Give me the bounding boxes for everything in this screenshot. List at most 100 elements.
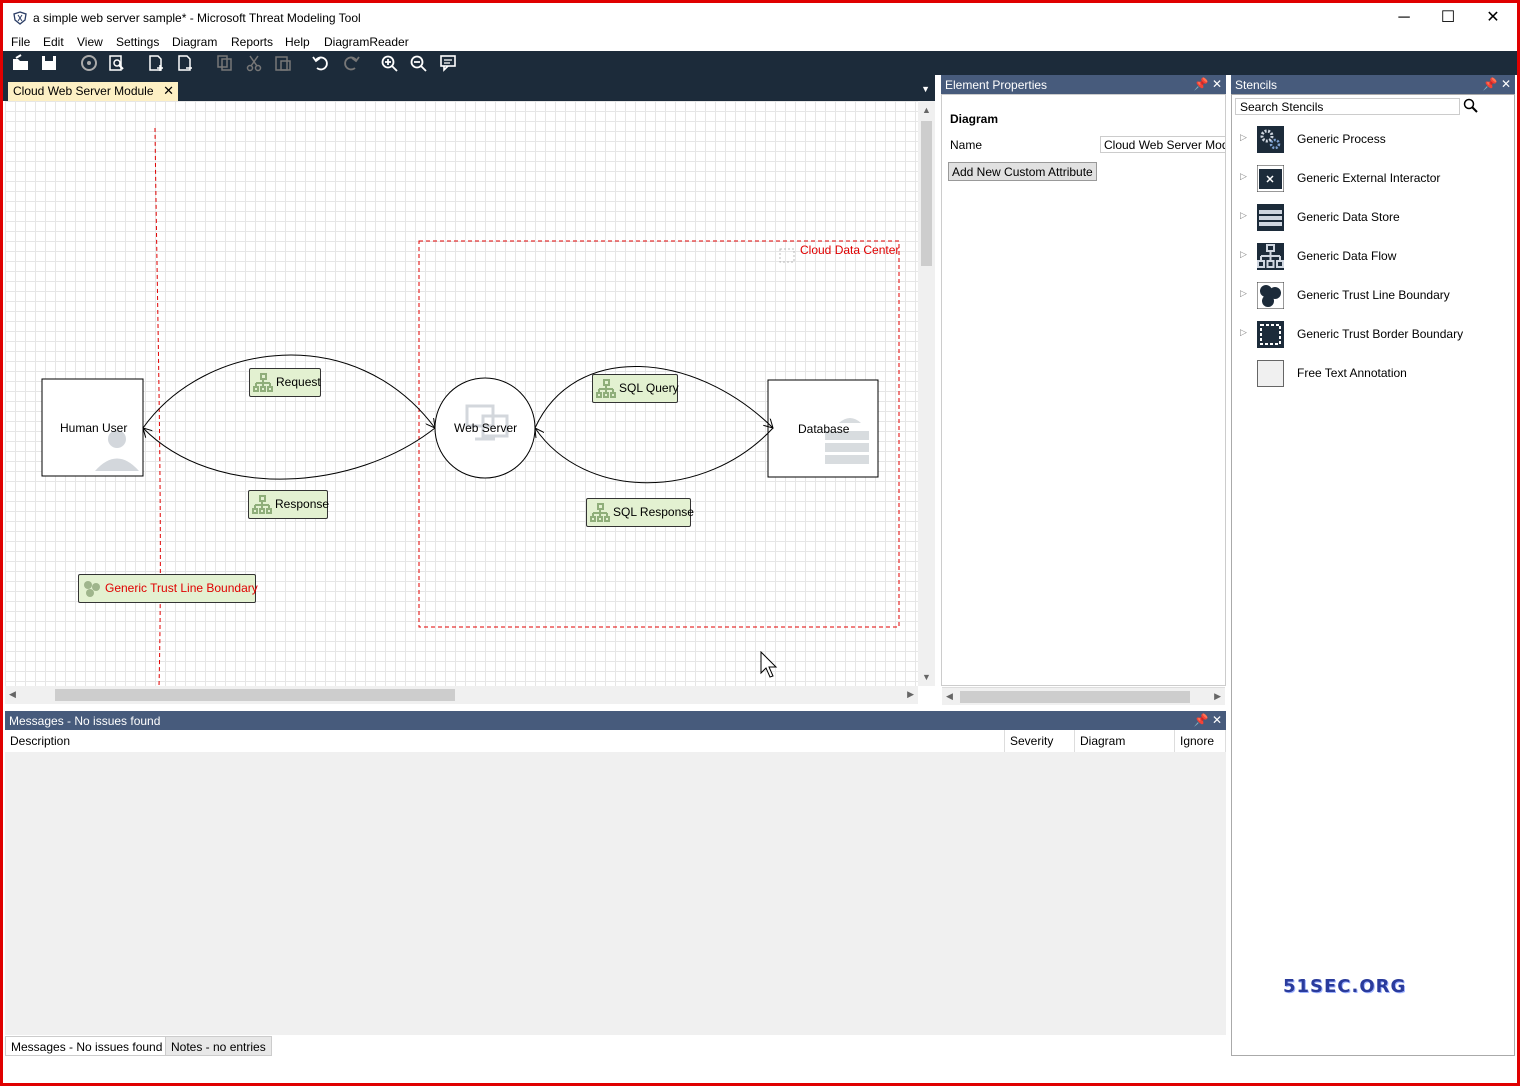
human-user-node[interactable]	[41, 378, 144, 477]
expand-icon[interactable]: ▷	[1240, 132, 1247, 142]
expand-icon[interactable]: ▷	[1240, 288, 1247, 298]
vertical-scroll-thumb[interactable]	[921, 121, 932, 266]
request-flow[interactable]	[142, 354, 435, 428]
request-flow-label[interactable]: Request	[249, 368, 321, 397]
column-severity[interactable]: Severity	[1005, 730, 1075, 752]
menu-diagramreader[interactable]: DiagramReader	[324, 35, 409, 49]
sql-response-flow-label[interactable]: SQL Response	[586, 498, 694, 527]
analysis-icon[interactable]	[79, 54, 99, 72]
pin-icon[interactable]: 📌	[1193, 713, 1209, 727]
close-pane-icon[interactable]: ✕	[1211, 713, 1222, 727]
minimize-button[interactable]: ─	[1398, 9, 1410, 26]
menu-help[interactable]: Help	[285, 35, 310, 49]
title-bar: a simple web server sample* - Microsoft …	[3, 3, 1517, 33]
response-flow[interactable]	[143, 428, 436, 480]
horizontal-scroll-thumb[interactable]	[55, 689, 455, 701]
human-user-label: Human User	[60, 421, 128, 435]
annotation-icon	[1257, 360, 1284, 387]
canvas-vertical-scrollbar[interactable]: ▲ ▼	[918, 101, 935, 686]
stencil-generic-data-flow[interactable]: ▷ Generic Data Flow	[1232, 237, 1516, 273]
close-tab-icon[interactable]: ✕	[163, 83, 174, 98]
expand-icon[interactable]: ▷	[1240, 210, 1247, 220]
menu-file[interactable]: File	[11, 35, 31, 49]
menu-diagram[interactable]: Diagram	[172, 35, 218, 49]
search-stencils-input[interactable]: Search Stencils	[1235, 98, 1460, 115]
search-icon[interactable]	[1463, 98, 1479, 114]
menu-edit[interactable]: Edit	[43, 35, 64, 49]
scroll-left-icon[interactable]: ◀	[9, 689, 16, 699]
canvas-horizontal-scrollbar[interactable]: ◀ ▶	[5, 686, 918, 704]
new-diagram-icon[interactable]	[146, 54, 166, 72]
add-custom-attribute-button[interactable]: Add New Custom Attribute	[948, 162, 1097, 181]
expand-icon[interactable]: ▷	[1240, 171, 1247, 181]
response-text: Response	[275, 497, 330, 511]
stencil-generic-data-store[interactable]: ▷ Generic Data Store	[1232, 198, 1516, 234]
column-diagram[interactable]: Diagram	[1075, 730, 1175, 752]
diagram-svg	[41, 127, 900, 686]
name-field[interactable]: Cloud Web Server Module	[1100, 136, 1226, 153]
stencils-pane: Search Stencils ▷ Generic Process ▷ Gene…	[1231, 94, 1515, 1056]
response-flow-label[interactable]: Response	[248, 490, 330, 519]
tab-dropdown-icon[interactable]: ▼	[921, 84, 930, 94]
trust-line-boundary[interactable]	[154, 127, 161, 686]
stencil-label: Generic Trust Border Boundary	[1297, 327, 1464, 341]
datastore-watermark-icon	[825, 418, 869, 464]
tab-notes[interactable]: Notes - no entries	[165, 1036, 272, 1056]
close-button[interactable]: ✕	[1486, 9, 1500, 26]
trustline-small-icon	[84, 581, 100, 597]
zoom-out-icon[interactable]	[409, 54, 429, 72]
stencil-generic-trust-line-boundary[interactable]: ▷ Generic Trust Line Boundary	[1232, 276, 1516, 312]
report-icon[interactable]	[107, 54, 127, 72]
undo-icon[interactable]	[311, 54, 331, 72]
menu-reports[interactable]: Reports	[231, 35, 274, 49]
properties-scroll-thumb[interactable]	[960, 691, 1190, 703]
scroll-right-icon[interactable]: ▶	[1214, 691, 1221, 701]
sql-query-text: SQL Query	[619, 381, 679, 395]
stencil-free-text-annotation[interactable]: Free Text Annotation	[1232, 354, 1516, 390]
expand-icon[interactable]: ▷	[1240, 249, 1247, 259]
maximize-button[interactable]: ☐	[1440, 9, 1456, 26]
save-icon[interactable]	[39, 54, 59, 72]
request-text: Request	[276, 375, 321, 389]
close-pane-icon[interactable]: ✕	[1500, 77, 1511, 91]
scroll-right-icon[interactable]: ▶	[907, 689, 914, 699]
stencil-label: Generic Trust Line Boundary	[1297, 288, 1450, 302]
expand-icon[interactable]: ▷	[1240, 327, 1247, 337]
redo-icon[interactable]	[341, 54, 361, 72]
column-description[interactable]: Description	[5, 730, 1005, 752]
copy-icon[interactable]	[215, 54, 235, 72]
stencil-generic-trust-border-boundary[interactable]: ▷ Generic Trust Border Boundary	[1232, 315, 1516, 351]
tab-messages[interactable]: Messages - No issues found	[5, 1036, 169, 1056]
cut-icon[interactable]	[244, 54, 264, 72]
comment-icon[interactable]	[438, 54, 458, 72]
server-icon	[465, 404, 509, 441]
stencil-label: Generic External Interactor	[1297, 171, 1441, 185]
tab-cloud-web-server-module[interactable]: Cloud Web Server Module ✕	[8, 82, 178, 101]
stencils-header: Stencils 📌 ✕	[1231, 75, 1515, 94]
column-ignore[interactable]: Ignore	[1175, 730, 1226, 752]
open-icon[interactable]	[11, 54, 31, 72]
menu-view[interactable]: View	[77, 35, 103, 49]
properties-horizontal-scrollbar[interactable]: ◀ ▶	[942, 687, 1225, 705]
trust-line-label[interactable]: Generic Trust Line Boundary	[78, 574, 258, 603]
toolbar	[3, 51, 1517, 75]
pin-icon[interactable]: 📌	[1193, 77, 1209, 91]
scroll-up-icon[interactable]: ▲	[922, 105, 931, 115]
gears-icon	[1257, 126, 1284, 153]
stencil-generic-process[interactable]: ▷ Generic Process	[1232, 120, 1516, 156]
sql-response-flow[interactable]	[535, 428, 774, 484]
delete-diagram-icon[interactable]	[175, 54, 195, 72]
scroll-left-icon[interactable]: ◀	[946, 691, 953, 701]
zoom-in-icon[interactable]	[380, 54, 400, 72]
sql-query-flow-label[interactable]: SQL Query	[592, 374, 679, 403]
sql-query-flow[interactable]	[534, 365, 773, 428]
paste-icon[interactable]	[273, 54, 293, 72]
pin-icon[interactable]: 📌	[1482, 77, 1498, 91]
stencil-generic-external-interactor[interactable]: ▷ Generic External Interactor	[1232, 159, 1516, 195]
close-pane-icon[interactable]: ✕	[1211, 77, 1222, 91]
cloud-boundary[interactable]	[418, 240, 900, 628]
boundary-icon	[779, 248, 795, 263]
scroll-down-icon[interactable]: ▼	[922, 672, 931, 682]
diagram-canvas[interactable]: Human User Web Server Database Cloud Dat…	[5, 101, 918, 686]
menu-settings[interactable]: Settings	[116, 35, 160, 49]
